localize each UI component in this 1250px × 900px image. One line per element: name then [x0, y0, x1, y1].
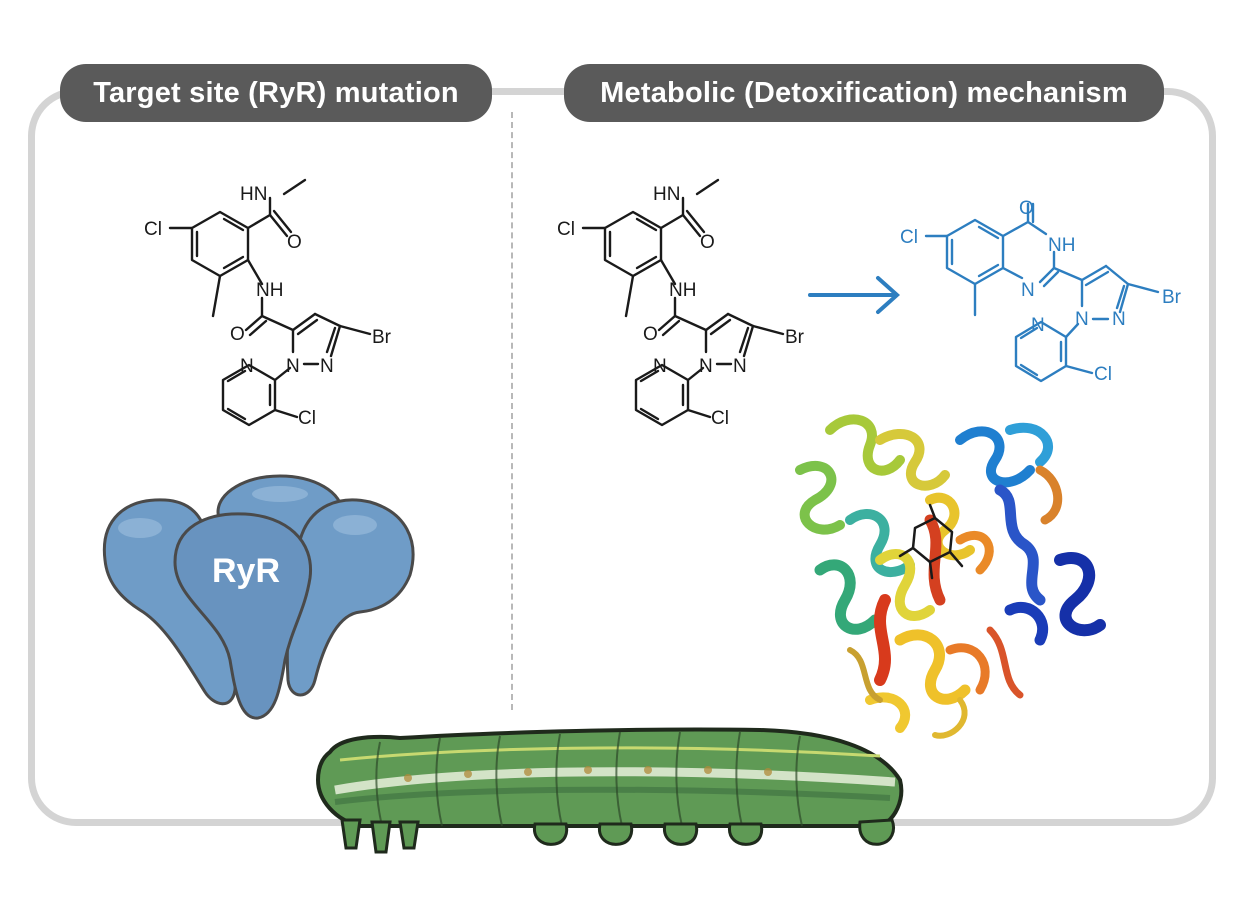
product-label-cl: Cl — [900, 227, 918, 248]
label-n1: N — [699, 356, 713, 377]
label-cl: Cl — [144, 219, 162, 240]
p450-enzyme-structure-icon — [795, 414, 1106, 739]
product-label-n4: N — [1031, 315, 1045, 336]
label-o2: O — [643, 324, 658, 345]
label-n2: N — [733, 356, 747, 377]
product-label-br: Br — [1162, 287, 1182, 308]
product-label-n3: N — [1112, 309, 1126, 330]
header-target-site: Target site (RyR) mutation — [60, 64, 492, 122]
product-label-cl2: Cl — [1094, 364, 1112, 385]
label-nh: NH — [669, 280, 696, 301]
label-n3: N — [653, 356, 667, 377]
product-label-o: O — [1019, 198, 1034, 219]
quinazolinone-product: O NH Cl N N N Br N Cl — [900, 198, 1182, 385]
label-o: O — [700, 232, 715, 253]
product-label-n1: N — [1021, 280, 1035, 301]
label-hn: HN — [240, 184, 267, 205]
ryr-label: RyR — [212, 552, 280, 590]
label-n1: N — [286, 356, 300, 377]
chlorantraniliprole-right: HN O Cl NH O N N Br N Cl — [557, 178, 805, 429]
label-br: Br — [785, 327, 805, 348]
label-cl2: Cl — [711, 408, 729, 429]
label-n2: N — [320, 356, 334, 377]
ryr-receptor-icon: RyR — [102, 474, 415, 720]
label-cl: Cl — [557, 219, 575, 240]
label-o2: O — [230, 324, 245, 345]
label-br: Br — [372, 327, 392, 348]
panel-divider — [511, 112, 513, 710]
chlorantraniliprole-left: HN O Cl NH O N N Br N Cl — [144, 178, 392, 429]
caterpillar-icon — [315, 727, 904, 854]
product-label-nh: NH — [1048, 235, 1075, 256]
label-n3: N — [240, 356, 254, 377]
header-metabolic: Metabolic (Detoxification) mechanism — [564, 64, 1164, 122]
reaction-arrow-icon — [808, 276, 900, 314]
label-o: O — [287, 232, 302, 253]
product-label-n2: N — [1075, 309, 1089, 330]
label-hn: HN — [653, 184, 680, 205]
label-nh: NH — [256, 280, 283, 301]
label-cl2: Cl — [298, 408, 316, 429]
